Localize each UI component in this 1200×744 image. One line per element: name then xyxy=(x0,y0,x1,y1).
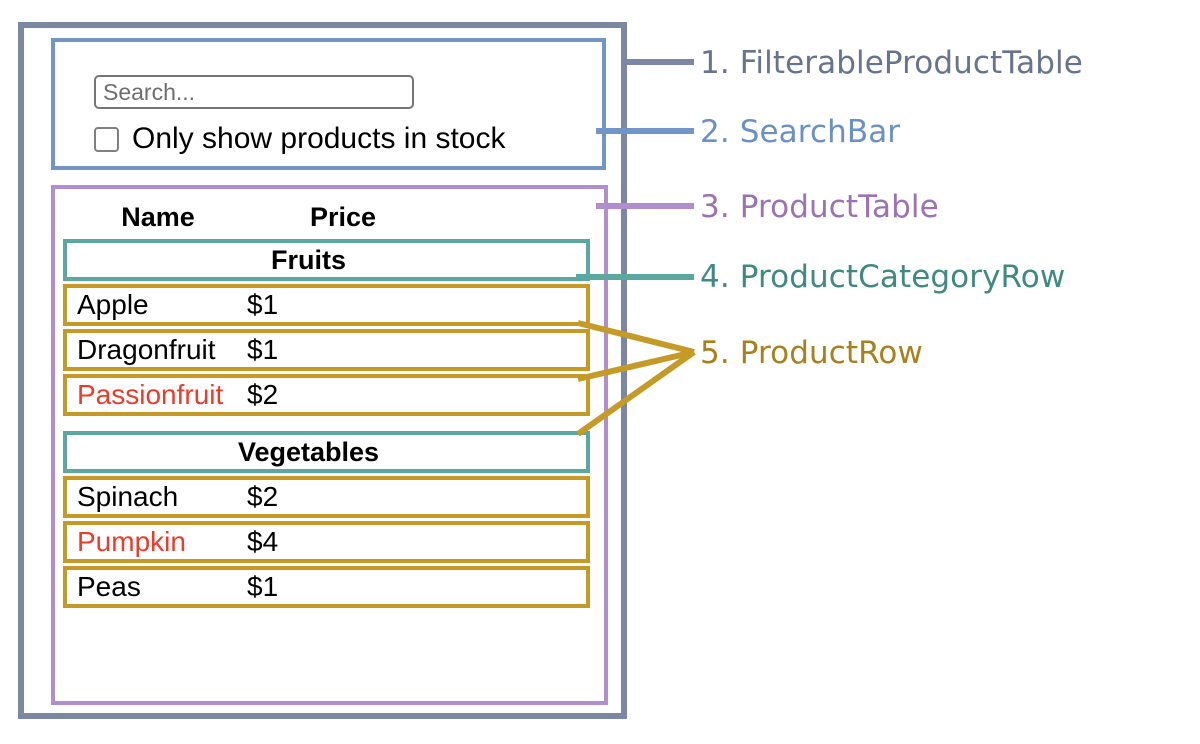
only-in-stock-checkbox[interactable] xyxy=(94,126,119,152)
product-row[interactable]: Pumpkin $4 xyxy=(63,521,590,563)
category-label: Vegetables xyxy=(237,436,380,467)
search-input[interactable] xyxy=(94,75,414,109)
product-row[interactable]: Apple $1 xyxy=(63,284,590,326)
product-name: Dragonfruit xyxy=(77,334,216,365)
product-name: Passionfruit xyxy=(77,379,224,410)
product-table: Name Price Fruits Apple $1 Dragonfruit $… xyxy=(51,185,608,705)
section-spacer xyxy=(63,419,596,431)
filterable-product-table-frame: Only show products in stock Name Price F… xyxy=(18,22,627,719)
product-price: $4 xyxy=(247,526,279,557)
only-in-stock-label: Only show products in stock xyxy=(132,122,506,155)
legend-item-search-bar: 2. SearchBar xyxy=(700,114,901,150)
product-name: Apple xyxy=(77,289,149,320)
legend-item-filterable-product-table: 1. FilterableProductTable xyxy=(700,45,1083,81)
column-header-name: Name xyxy=(121,201,195,232)
product-category-row: Fruits xyxy=(63,239,590,281)
product-row[interactable]: Passionfruit $2 xyxy=(63,374,590,416)
column-header-price: Price xyxy=(309,201,377,232)
product-table-body: Name Price Fruits Apple $1 Dragonfruit $… xyxy=(63,195,596,611)
product-name: Pumpkin xyxy=(77,526,186,557)
product-row[interactable]: Dragonfruit $1 xyxy=(63,329,590,371)
category-label: Fruits xyxy=(270,244,346,275)
product-table-header-row: Name Price xyxy=(63,195,596,239)
in-stock-filter-row[interactable]: Only show products in stock xyxy=(94,123,506,155)
product-price: $2 xyxy=(247,379,279,410)
legend-item-product-category-row: 4. ProductCategoryRow xyxy=(700,259,1066,295)
legend-item-product-table: 3. ProductTable xyxy=(700,189,939,225)
search-bar: Only show products in stock xyxy=(51,38,606,170)
product-row[interactable]: Peas $1 xyxy=(63,566,590,608)
product-row[interactable]: Spinach $2 xyxy=(63,476,590,518)
product-price: $1 xyxy=(247,289,279,320)
product-price: $1 xyxy=(247,571,279,602)
product-name: Spinach xyxy=(77,481,179,512)
legend-item-product-row: 5. ProductRow xyxy=(700,335,923,371)
product-name: Peas xyxy=(77,571,141,602)
product-category-row: Vegetables xyxy=(63,431,590,473)
product-price: $2 xyxy=(247,481,279,512)
product-price: $1 xyxy=(247,334,279,365)
